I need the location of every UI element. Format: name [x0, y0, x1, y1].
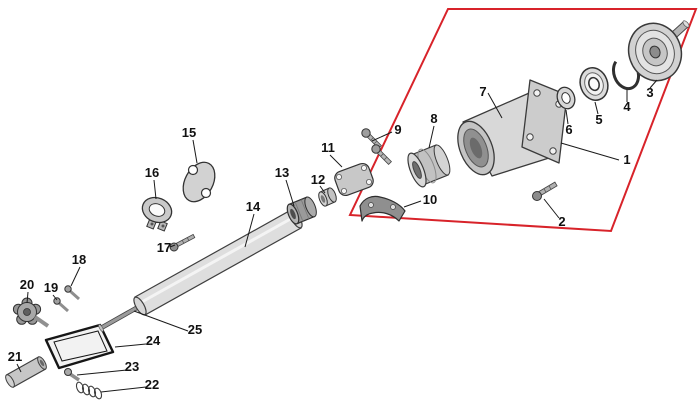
part-label-14: 14 — [246, 199, 261, 214]
leader-line-1 — [560, 142, 620, 161]
part-label-23: 23 — [125, 359, 139, 374]
part-5-bearing — [579, 67, 609, 101]
part-label-10: 10 — [423, 192, 437, 207]
part-20-star-knob — [12, 297, 50, 328]
leader-line-17 — [169, 244, 176, 248]
part-16-clamp-ring — [141, 196, 173, 232]
part-label-15: 15 — [182, 125, 196, 140]
part-label-22: 22 — [145, 377, 159, 392]
part-22-spring — [75, 381, 103, 400]
leader-line-12 — [319, 185, 326, 194]
leader-line-10 — [403, 200, 422, 208]
part-12-bushing-small — [318, 187, 337, 207]
part-label-3: 3 — [646, 85, 653, 100]
leader-line-15 — [192, 139, 198, 164]
leader-line-13 — [285, 179, 295, 207]
leader-line-24 — [114, 343, 147, 348]
leader-line-22 — [100, 386, 147, 393]
leader-line-25 — [133, 310, 189, 332]
part-9-bolt-pair — [361, 128, 392, 165]
leader-line-3 — [649, 79, 658, 89]
leader-line-6 — [565, 109, 569, 125]
part-label-19: 19 — [44, 280, 58, 295]
part-3-drum-pulley — [627, 20, 690, 82]
part-24-housing-frame — [44, 323, 115, 370]
part-7-housing-cone — [457, 79, 568, 177]
part-label-11: 11 — [321, 140, 335, 155]
part-label-13: 13 — [275, 165, 289, 180]
part-10-clamp-half-lower — [359, 195, 406, 222]
part-8-collar — [407, 144, 451, 188]
part-label-16: 16 — [145, 165, 159, 180]
part-18-screw — [64, 285, 80, 301]
part-label-9: 9 — [394, 122, 401, 137]
part-labels: 1 2 3 4 5 6 7 8 9 10 11 12 13 14 15 16 1… — [8, 84, 654, 392]
leader-line-2 — [543, 198, 560, 219]
part-label-20: 20 — [20, 277, 34, 292]
part-6-washer — [556, 86, 576, 110]
leader-line-23 — [76, 369, 128, 376]
part-11-clamp-half-upper — [334, 162, 374, 197]
leader-line-8 — [428, 125, 435, 149]
leader-line-9 — [371, 131, 393, 142]
part-14-outer-shaft-tube — [133, 209, 303, 316]
part-25-inner-drive-shaft — [98, 303, 142, 332]
part-label-2: 2 — [558, 214, 565, 229]
part-13-bushing — [286, 196, 317, 225]
leader-line-18 — [70, 266, 81, 287]
assembly-highlight-box — [348, 8, 698, 233]
part-label-7: 7 — [479, 84, 486, 99]
leader-line-11 — [329, 154, 343, 168]
leader-line-5 — [594, 101, 599, 115]
leader-line-14 — [244, 213, 255, 248]
part-label-6: 6 — [565, 122, 572, 137]
part-label-8: 8 — [430, 111, 437, 126]
part-label-18: 18 — [72, 252, 86, 267]
part-label-5: 5 — [595, 112, 602, 127]
part-label-1: 1 — [623, 152, 630, 167]
part-label-24: 24 — [146, 333, 161, 348]
part-17-screw — [169, 233, 196, 252]
part-label-21: 21 — [8, 349, 22, 364]
part-label-17: 17 — [157, 240, 171, 255]
leader-lines — [16, 79, 658, 393]
leader-line-16 — [153, 179, 157, 200]
leader-line-21 — [16, 363, 22, 373]
leader-line-7 — [487, 92, 503, 119]
leader-line-19 — [52, 294, 58, 301]
part-label-25: 25 — [188, 322, 202, 337]
part-21-grip — [5, 356, 47, 388]
part-23-screw — [64, 368, 80, 382]
part-15-handle-bracket — [182, 161, 216, 203]
part-19-screw — [53, 297, 69, 313]
part-label-12: 12 — [311, 172, 325, 187]
part-2-bolt — [532, 181, 558, 201]
part-label-4: 4 — [623, 99, 631, 114]
leader-line-20 — [26, 291, 29, 304]
